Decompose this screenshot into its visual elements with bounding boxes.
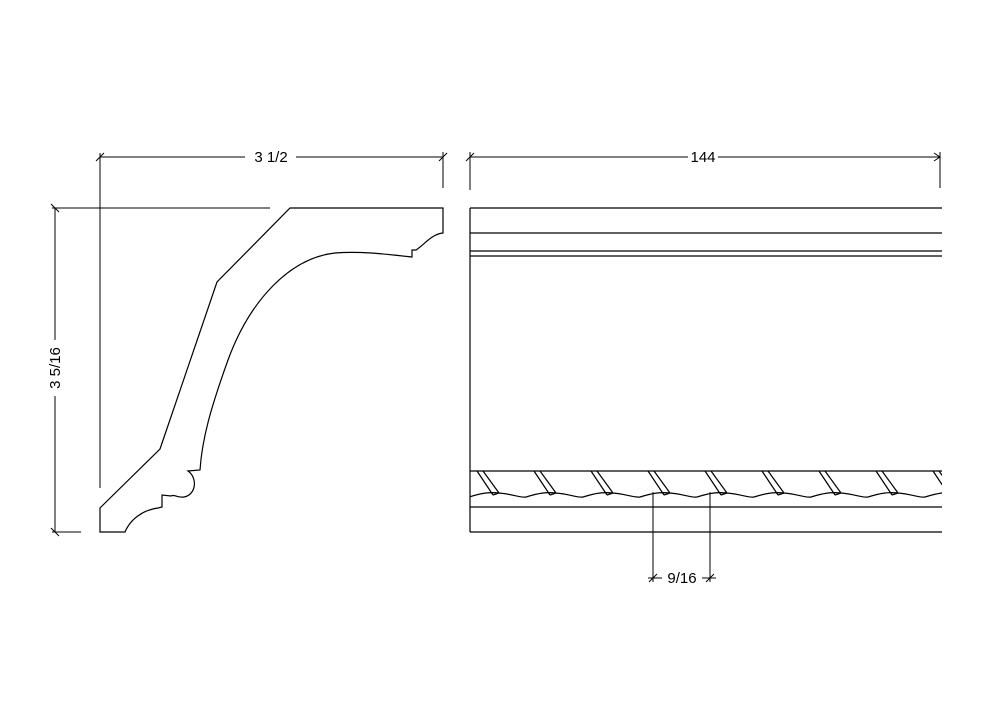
rope-bead-pattern [470, 470, 942, 498]
rope-bead-strokes [470, 470, 942, 498]
height-tick-top [50, 203, 60, 213]
profile-view: 3 1/2 3 5/16 [47, 149, 448, 537]
height-tick-bottom [50, 527, 60, 537]
elevation-view: 144 9/16 [465, 149, 942, 587]
bead-spacing-label: 9/16 [667, 570, 696, 587]
height-dimension-label: 3 5/16 [47, 347, 64, 389]
width-dimension-label: 3 1/2 [254, 149, 287, 166]
molding-profile-outline [99, 207, 444, 533]
length-dimension-label: 144 [690, 149, 715, 166]
